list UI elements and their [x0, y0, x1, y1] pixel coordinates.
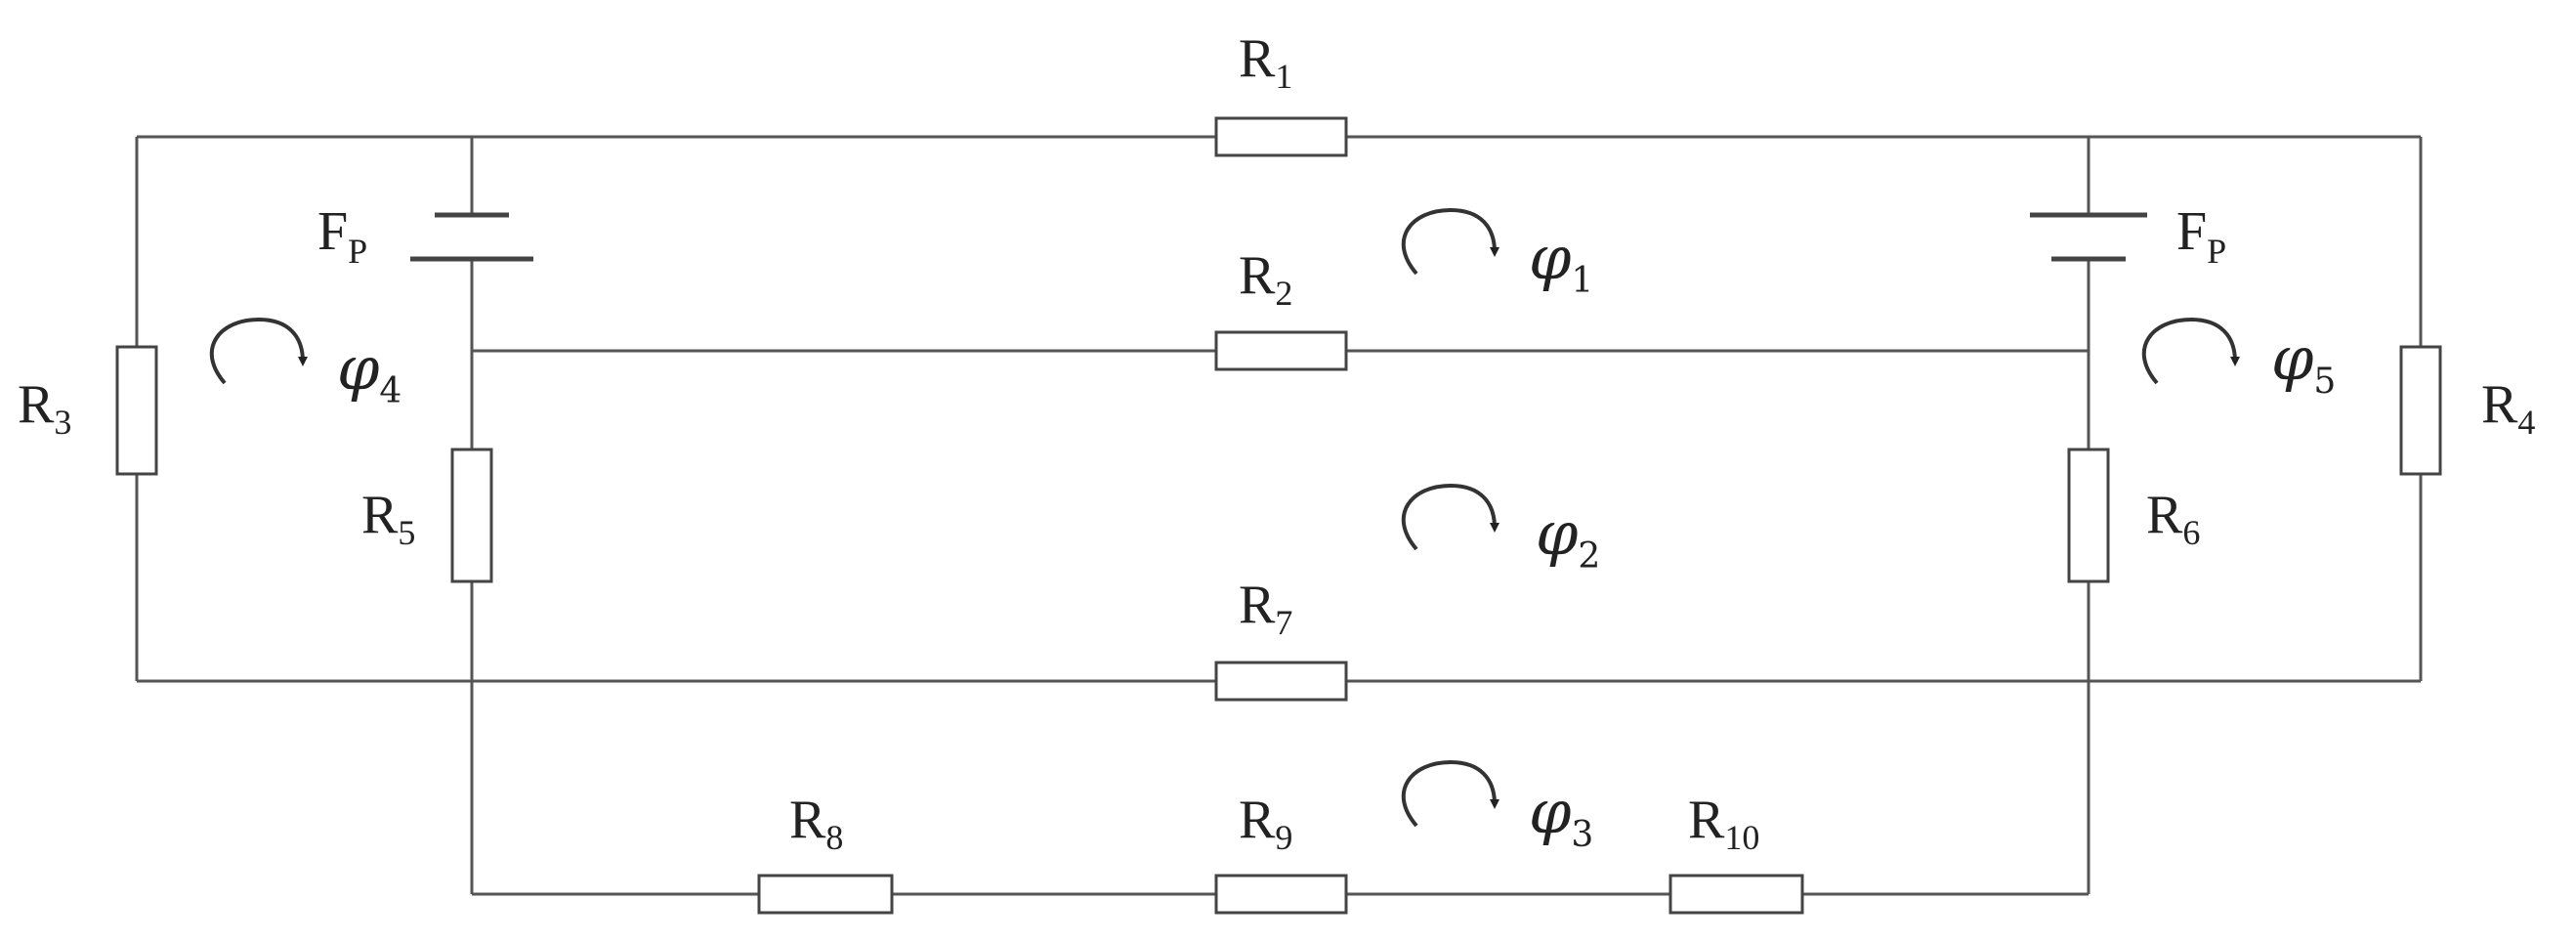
- label-r4: R4: [2481, 374, 2535, 442]
- label-r6: R6: [2146, 485, 2200, 552]
- label-phi5: φ5: [2271, 322, 2336, 402]
- source-fp-right: [2030, 212, 2147, 262]
- label-fp-right: FP: [2176, 201, 2226, 271]
- resistor-r6: [2067, 448, 2110, 583]
- resistor-r5: [450, 448, 493, 583]
- resistor-r7: [1214, 661, 1348, 702]
- label-r5: R5: [361, 485, 415, 552]
- label-phi1: φ1: [1529, 222, 1593, 301]
- label-r9: R9: [1239, 790, 1292, 857]
- resistor-r8: [757, 874, 894, 915]
- label-r10: R10: [1688, 790, 1759, 857]
- source-fp-left: [410, 212, 533, 262]
- label-phi2: φ2: [1536, 497, 1600, 577]
- resistor-r2: [1214, 330, 1348, 371]
- resistor-r9: [1214, 874, 1348, 915]
- resistor-r1: [1214, 116, 1348, 157]
- label-r8: R8: [789, 790, 843, 857]
- label-phi4: φ4: [337, 332, 401, 411]
- label-phi3: φ3: [1529, 776, 1593, 855]
- label-r3: R3: [18, 374, 71, 442]
- label-r7: R7: [1239, 575, 1292, 642]
- loop-arrow-phi4: [209, 317, 308, 385]
- loop-arrow-phi5: [2141, 317, 2240, 385]
- loop-arrow-phi2: [1401, 483, 1499, 551]
- loop-arrow-phi3: [1401, 759, 1499, 828]
- wires: [135, 135, 2423, 896]
- label-r2: R2: [1239, 245, 1292, 313]
- label-r1: R1: [1239, 28, 1292, 96]
- loop-arrow-phi1: [1401, 207, 1499, 276]
- resistor-r3: [115, 345, 158, 476]
- resistor-r4: [2399, 345, 2442, 476]
- resistor-r10: [1668, 874, 1804, 915]
- label-fp-left: FP: [317, 201, 367, 271]
